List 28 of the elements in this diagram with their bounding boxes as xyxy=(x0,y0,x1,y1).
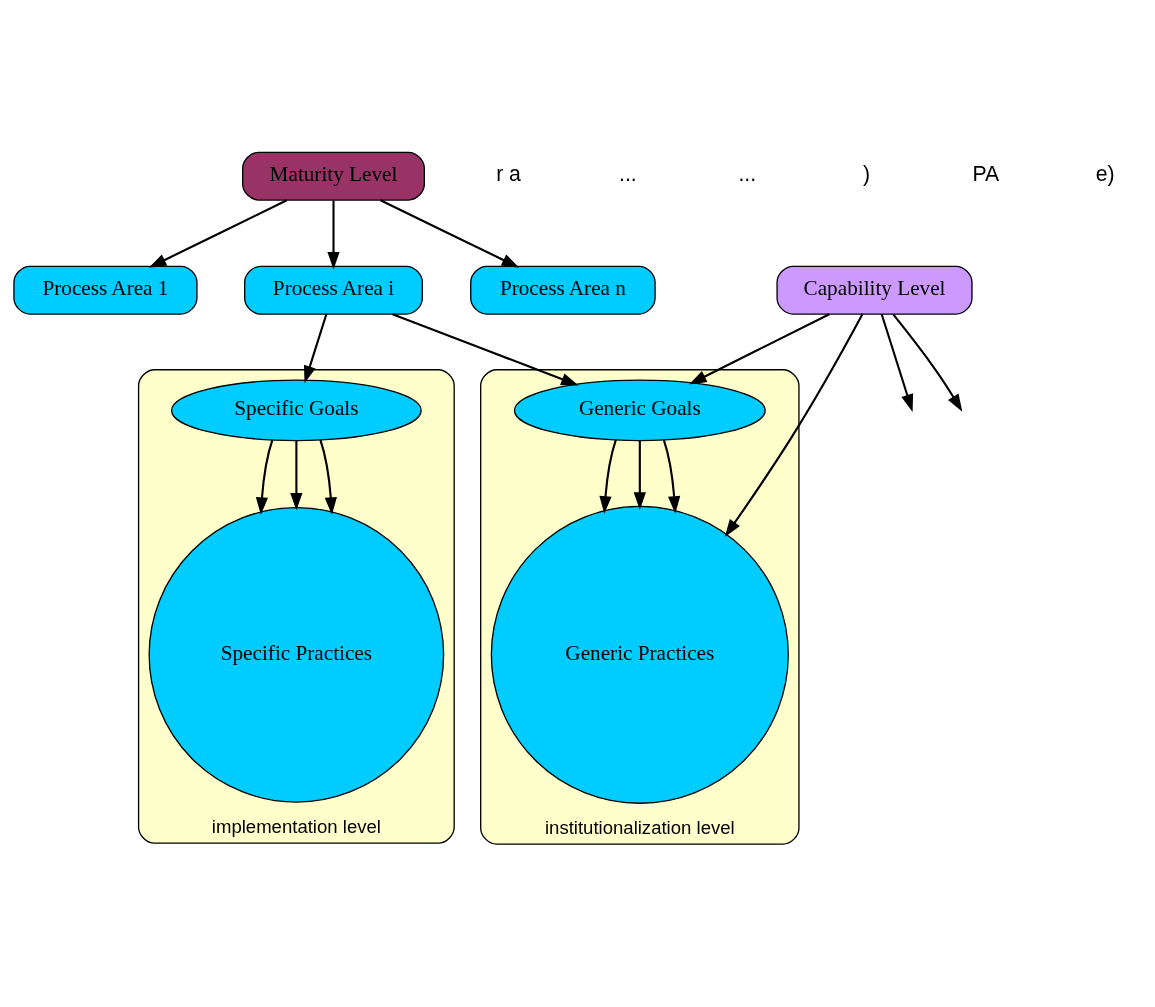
label: ... xyxy=(619,162,637,186)
arrow xyxy=(148,199,288,268)
node-circle: Specific Practices xyxy=(148,506,445,803)
node-box: Process Area n xyxy=(470,265,656,315)
arrow xyxy=(327,200,340,270)
node-box: Process Area i xyxy=(244,265,424,315)
arrow xyxy=(319,439,337,515)
arrow xyxy=(689,313,830,385)
arrow xyxy=(290,440,303,511)
arrow xyxy=(633,440,646,510)
label: r a xyxy=(496,162,521,186)
label: PA xyxy=(972,162,1000,186)
label: ) xyxy=(863,162,871,186)
node-box: Maturity Level xyxy=(242,151,425,201)
arrow xyxy=(724,313,864,537)
arrow xyxy=(392,313,579,386)
label: ... xyxy=(738,162,757,186)
node-box: Process Area 1 xyxy=(13,265,198,315)
node-box: Capability Level xyxy=(776,265,973,315)
arrow xyxy=(662,439,681,514)
label: e) xyxy=(1095,162,1115,186)
node-ellipse: Generic Goals xyxy=(513,379,766,442)
arrow xyxy=(599,439,617,514)
arrow xyxy=(380,199,520,268)
arrow xyxy=(255,439,274,515)
node-circle: Generic Practices xyxy=(490,505,789,804)
arrow xyxy=(303,313,328,384)
node-ellipse: Specific Goals xyxy=(170,379,422,442)
